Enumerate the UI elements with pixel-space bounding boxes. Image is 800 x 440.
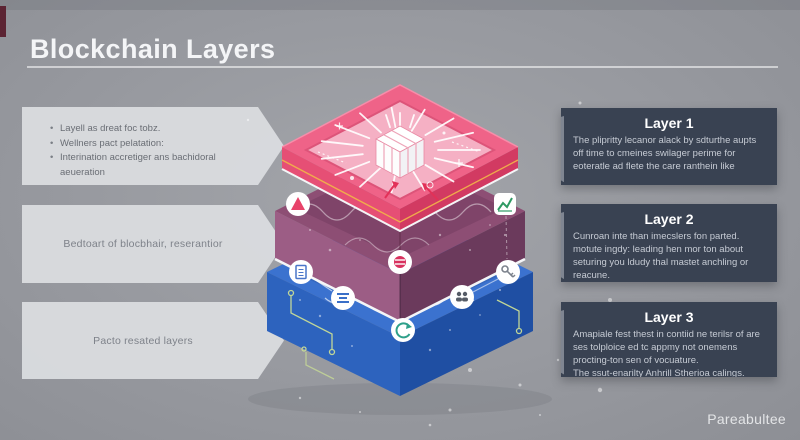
note-bullet: Wellners pact pelatation: [50,137,242,152]
layer-card-1: Layer 1 The plipritty lecanor alack by s… [561,108,777,185]
layer-card-2: Layer 2 Cunroan inte than imecslers fon … [561,204,777,282]
note-text: Bedtoart of blocbhair, reserantior [63,238,223,250]
left-note-panel-2: Bedtoart of blocbhair, reserantior [22,205,284,283]
note-bullet-list: Layell as dreat foc tobz. Wellners pact … [50,122,242,181]
red-arrows [384,181,439,201]
cube-icon [375,125,425,179]
list-icon [331,286,355,310]
left-note-panel-3: Pacto resated layers [22,302,284,379]
speckles-plum [299,214,507,252]
connector-line [310,276,333,292]
top-platform [281,84,519,233]
bottom-slab [267,207,533,396]
layer-card-body: Amapiale fest thest in contiid ne terils… [573,329,760,377]
users-icon [450,285,474,309]
middle-slab [274,148,526,324]
page-title: Blockchain Layers [30,34,276,65]
circuit-traces [287,289,523,380]
floor-doodads [317,122,481,189]
token-icon [388,250,412,274]
layer-card-title: Layer 3 [644,309,694,325]
document-icon [289,260,313,284]
note-text: Pacto resated layers [93,334,193,347]
note-bullet: Interination accretiger ans bachidoral a… [50,151,242,180]
layer-card-body: Cunroan inte than imecslers fon parted. … [573,231,749,282]
top-strip [0,0,800,10]
footer-brand: Pareabultee [707,411,786,427]
note-bullet: Layell as dreat foc tobz. [50,122,242,137]
chart-badge-icon [494,193,516,215]
connector-line [472,277,501,293]
key-icon [496,260,520,284]
refresh-icon [391,318,415,342]
title-divider [27,66,778,68]
ground-shadow [248,383,552,415]
layer-card-body: The plipritty lecanor alack by sdturthe … [573,135,757,173]
speckles-blue [299,288,502,352]
layer-card-3: Layer 3 Amapiale fest thest in contiid n… [561,302,777,377]
triangle-token-icon [286,192,310,216]
layer-card-title: Layer 2 [644,211,694,227]
sunburst-rays [322,108,480,192]
layer-card-title: Layer 1 [644,115,694,131]
maroon-edge-mark [0,6,6,37]
left-note-panel-1: Layell as dreat foc tobz. Wellners pact … [22,107,284,185]
connector-line [505,215,508,260]
